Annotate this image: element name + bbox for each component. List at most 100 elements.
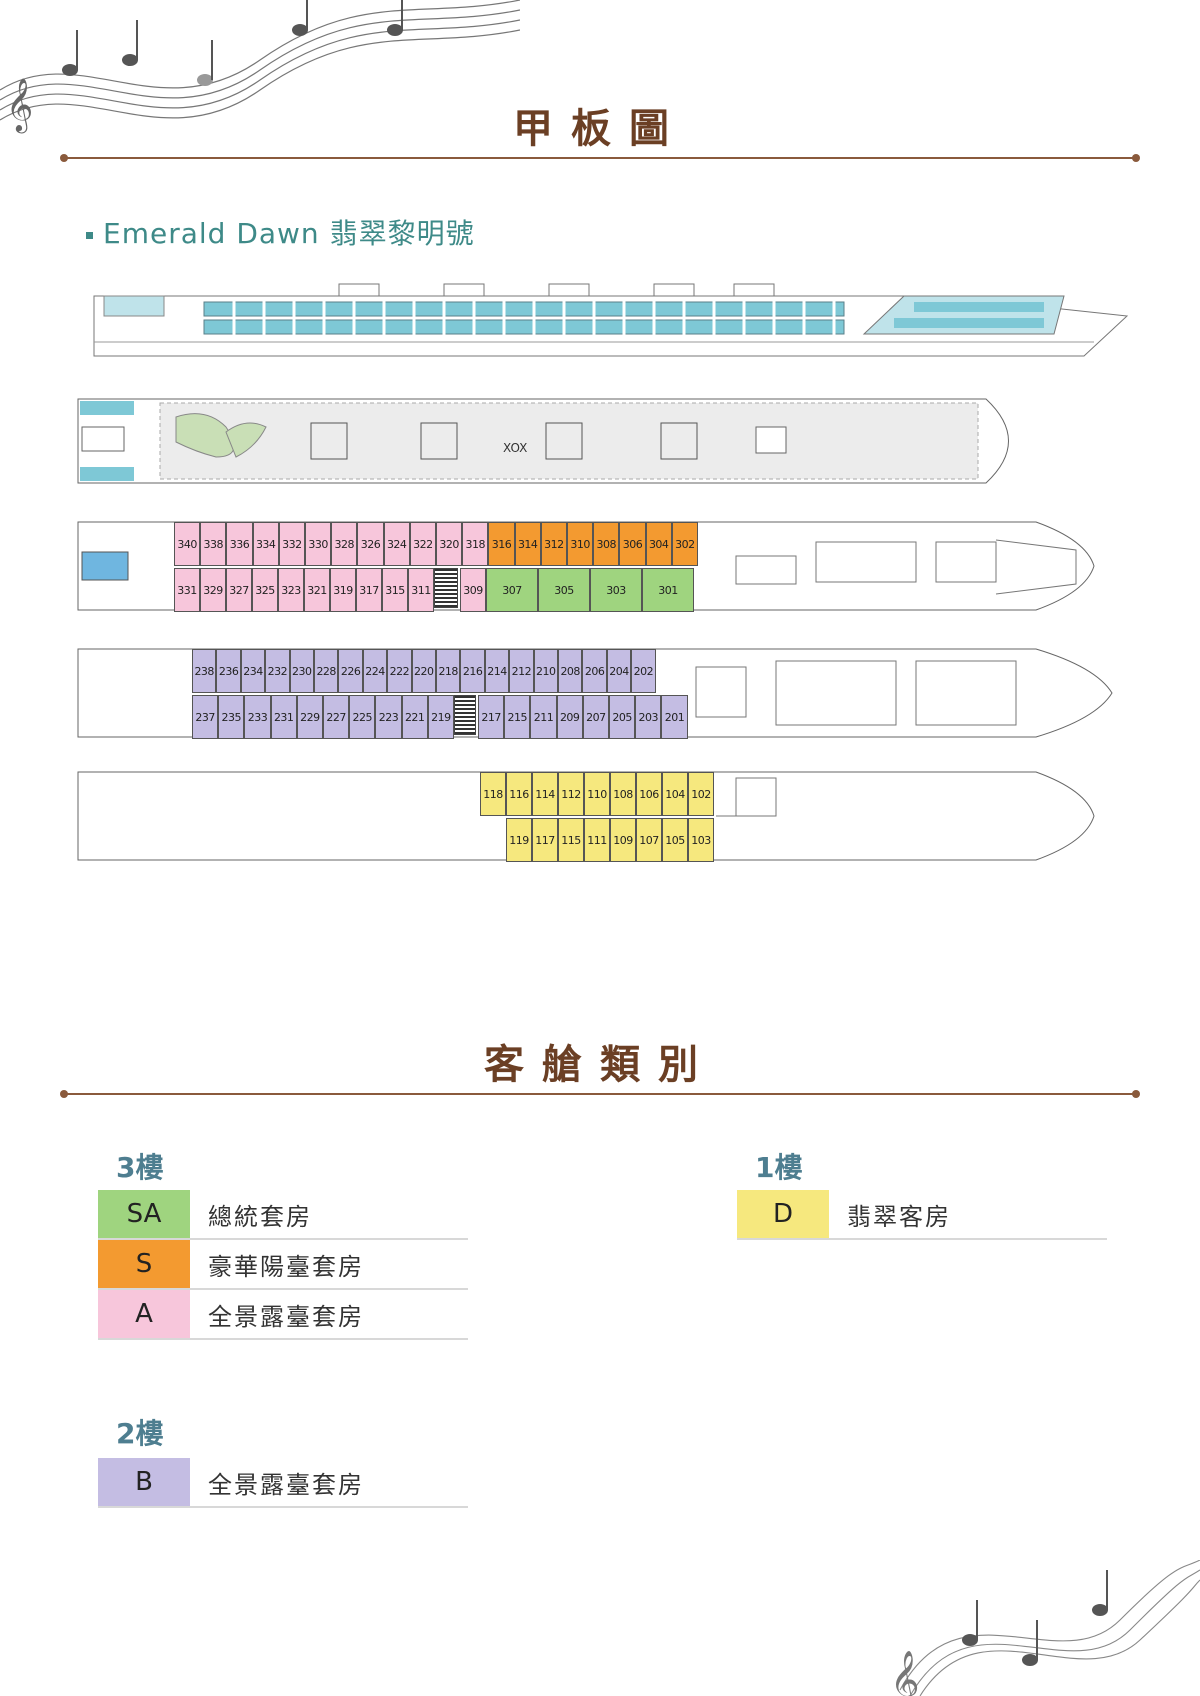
deck-1-outline [77, 771, 1095, 861]
legend-code: D [737, 1190, 829, 1238]
cabin-204: 204 [606, 649, 632, 693]
floor-1-label: 1樓 [755, 1151, 803, 1184]
cabin-310: 310 [567, 522, 594, 566]
legend-code: SA [98, 1190, 190, 1238]
ship-name: Emerald Dawn 翡翠黎明號 [86, 212, 475, 252]
deck-plan-title: 甲板圖 [513, 106, 687, 152]
cabin-224: 224 [362, 649, 388, 693]
legend-code: B [98, 1458, 190, 1506]
cabin-330: 330 [305, 522, 332, 566]
legend-row-s: S 豪華陽臺套房 [98, 1240, 468, 1290]
cabin-119: 119 [506, 818, 532, 862]
cabin-226: 226 [338, 649, 363, 693]
cabin-319: 319 [330, 568, 356, 612]
cabin-307: 307 [486, 568, 538, 612]
cabin-308: 308 [593, 522, 620, 566]
title-divider [60, 154, 1140, 162]
cabin-234: 234 [240, 649, 266, 693]
cabin-320: 320 [436, 522, 463, 566]
ship-side-view [93, 283, 1129, 357]
stairwell [454, 695, 476, 735]
cabin-201: 201 [661, 695, 688, 739]
cabin-102: 102 [688, 772, 714, 816]
cabin-117: 117 [532, 818, 558, 862]
cabin-318: 318 [462, 522, 489, 566]
cabin-208: 208 [558, 649, 583, 693]
cabin-229: 229 [296, 695, 323, 739]
cabin-214: 214 [484, 649, 510, 693]
cabin-324: 324 [383, 522, 410, 566]
cabin-338: 338 [200, 522, 227, 566]
cabin-types-title: 客艙類別 [484, 1042, 716, 1088]
cabin-106: 106 [636, 772, 662, 816]
cabin-236: 236 [216, 649, 241, 693]
cabin-328: 328 [331, 522, 358, 566]
cabin-331: 331 [174, 568, 200, 612]
cabin-237: 237 [192, 695, 219, 739]
cabin-325: 325 [252, 568, 278, 612]
cabin-304: 304 [645, 522, 672, 566]
cabin-329: 329 [200, 568, 226, 612]
cabin-223: 223 [375, 695, 402, 739]
music-notes-decoration: 𝄞 [890, 1560, 1200, 1696]
cabin-types-divider [60, 1090, 1140, 1098]
cabin-309: 309 [460, 568, 486, 612]
stairwell [434, 568, 458, 608]
cabin-326: 326 [357, 522, 384, 566]
cabin-212: 212 [509, 649, 534, 693]
cabin-306: 306 [619, 522, 646, 566]
legend-row-d: D 翡翠客房 [737, 1190, 1107, 1240]
cabin-203: 203 [635, 695, 662, 739]
cabin-210: 210 [533, 649, 558, 693]
legend-code: A [98, 1290, 190, 1338]
legend-code: S [98, 1240, 190, 1288]
cabin-235: 235 [218, 695, 245, 739]
cabin-218: 218 [436, 649, 461, 693]
ship-name-text: Emerald Dawn 翡翠黎明號 [103, 217, 475, 250]
cabin-305: 305 [538, 568, 590, 612]
cabin-317: 317 [356, 568, 382, 612]
cabin-222: 222 [387, 649, 412, 693]
cabin-215: 215 [504, 695, 531, 739]
cabin-109: 109 [610, 818, 636, 862]
cabin-227: 227 [323, 695, 350, 739]
legend-name: 全景露臺套房 [208, 1470, 364, 1499]
cabin-301: 301 [642, 568, 694, 612]
floor-3-label: 3樓 [116, 1151, 164, 1184]
cabin-311: 311 [408, 568, 434, 612]
bullet-icon [86, 231, 93, 239]
legend-name: 豪華陽臺套房 [208, 1252, 364, 1281]
cabin-327: 327 [226, 568, 252, 612]
cabin-114: 114 [532, 772, 558, 816]
cabin-233: 233 [244, 695, 271, 739]
cabin-231: 231 [270, 695, 297, 739]
svg-text:XOX: XOX [503, 441, 527, 455]
svg-text:𝄞: 𝄞 [6, 77, 33, 133]
cabin-316: 316 [488, 522, 515, 566]
cabin-116: 116 [506, 772, 532, 816]
cabin-216: 216 [460, 649, 485, 693]
cabin-111: 111 [584, 818, 610, 862]
cabin-334: 334 [252, 522, 279, 566]
sun-deck-plan: XOX [77, 398, 1009, 484]
cabin-314: 314 [514, 522, 541, 566]
cabin-206: 206 [582, 649, 607, 693]
cabin-312: 312 [540, 522, 567, 566]
cabin-232: 232 [265, 649, 290, 693]
cabin-303: 303 [590, 568, 642, 612]
cabin-336: 336 [226, 522, 253, 566]
cabin-321: 321 [304, 568, 330, 612]
cabin-207: 207 [582, 695, 609, 739]
cabin-104: 104 [662, 772, 688, 816]
cabin-221: 221 [401, 695, 428, 739]
cabin-107: 107 [636, 818, 662, 862]
cabin-315: 315 [382, 568, 408, 612]
cabin-202: 202 [631, 649, 656, 693]
cabin-323: 323 [278, 568, 304, 612]
cabin-108: 108 [610, 772, 636, 816]
legend-name: 翡翠客房 [847, 1202, 951, 1231]
cabin-209: 209 [556, 695, 583, 739]
